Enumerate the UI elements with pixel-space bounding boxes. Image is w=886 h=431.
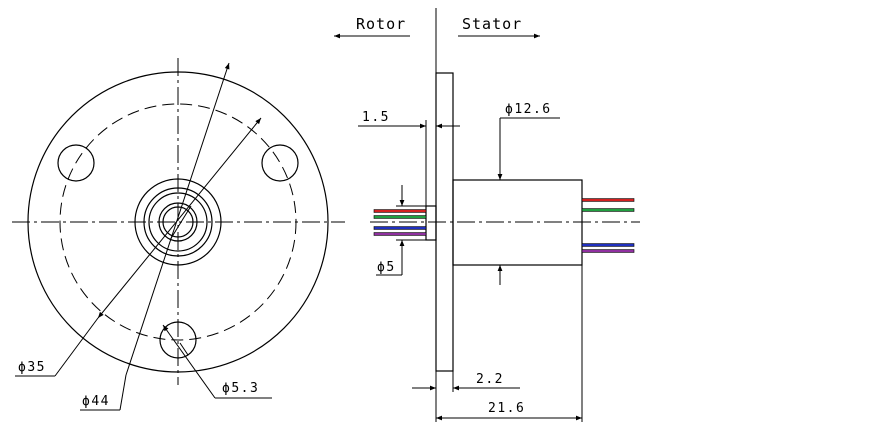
stator-wires xyxy=(582,198,634,253)
mounting-hole-bottom xyxy=(159,321,197,359)
rotor-label: Rotor xyxy=(356,15,406,33)
outer-flange-circle xyxy=(27,71,329,373)
mounting-hole-top-right xyxy=(261,144,299,182)
stator-label: Stator xyxy=(462,15,522,33)
leader-shaft xyxy=(169,205,192,241)
dim-2-2-label: 2.2 xyxy=(476,372,504,387)
rotor-shaft xyxy=(425,205,437,241)
dim-1-5-label: 1.5 xyxy=(362,110,390,125)
dim-d12-6-label: ϕ12.6 xyxy=(505,102,552,117)
front-view xyxy=(12,58,345,411)
rotor-wires xyxy=(374,209,426,236)
dim-d5-3-label: ϕ5.3 xyxy=(222,381,259,396)
dim-d44-label: ϕ44 xyxy=(82,394,110,409)
rotor-wire-outlines xyxy=(373,209,427,236)
leader-d5-3 xyxy=(162,324,216,399)
dim-d35-label: ϕ35 xyxy=(18,360,46,375)
leader-d35 xyxy=(97,117,262,319)
side-view xyxy=(334,8,640,422)
dim-21-6-label: 21.6 xyxy=(488,401,525,416)
dim-d5-label: ϕ5 xyxy=(377,260,396,275)
bolt-circle xyxy=(59,103,297,341)
leader-d35-tail xyxy=(54,317,99,377)
mounting-hole-top-left xyxy=(57,144,95,182)
stator-wire-outlines xyxy=(581,198,635,253)
leader-d44-tail xyxy=(119,374,127,411)
leader-d5-3-inner xyxy=(179,342,189,356)
